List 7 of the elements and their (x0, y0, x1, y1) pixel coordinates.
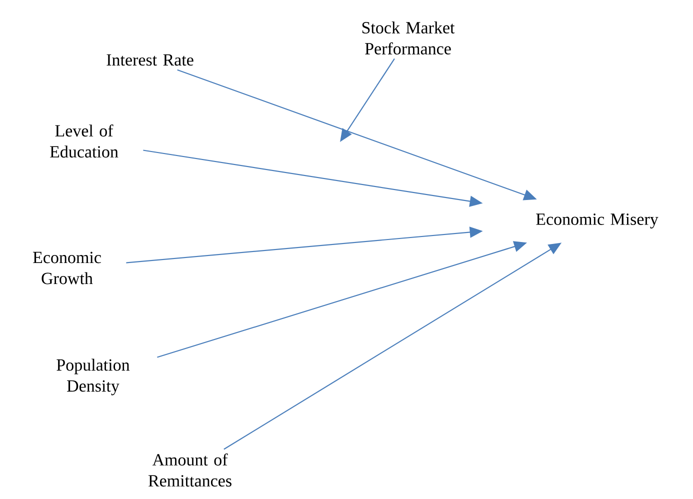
label-text: Population Density (56, 358, 130, 396)
label-text: Amount of Remittances (148, 453, 232, 487)
label-text: Stock Market Performance (362, 22, 455, 54)
label-text: Economic Growth (33, 252, 101, 284)
label-text: Level of Education (50, 124, 118, 158)
label-text: Interest Rate (106, 54, 194, 66)
label-text: Economic Misery (536, 214, 658, 228)
